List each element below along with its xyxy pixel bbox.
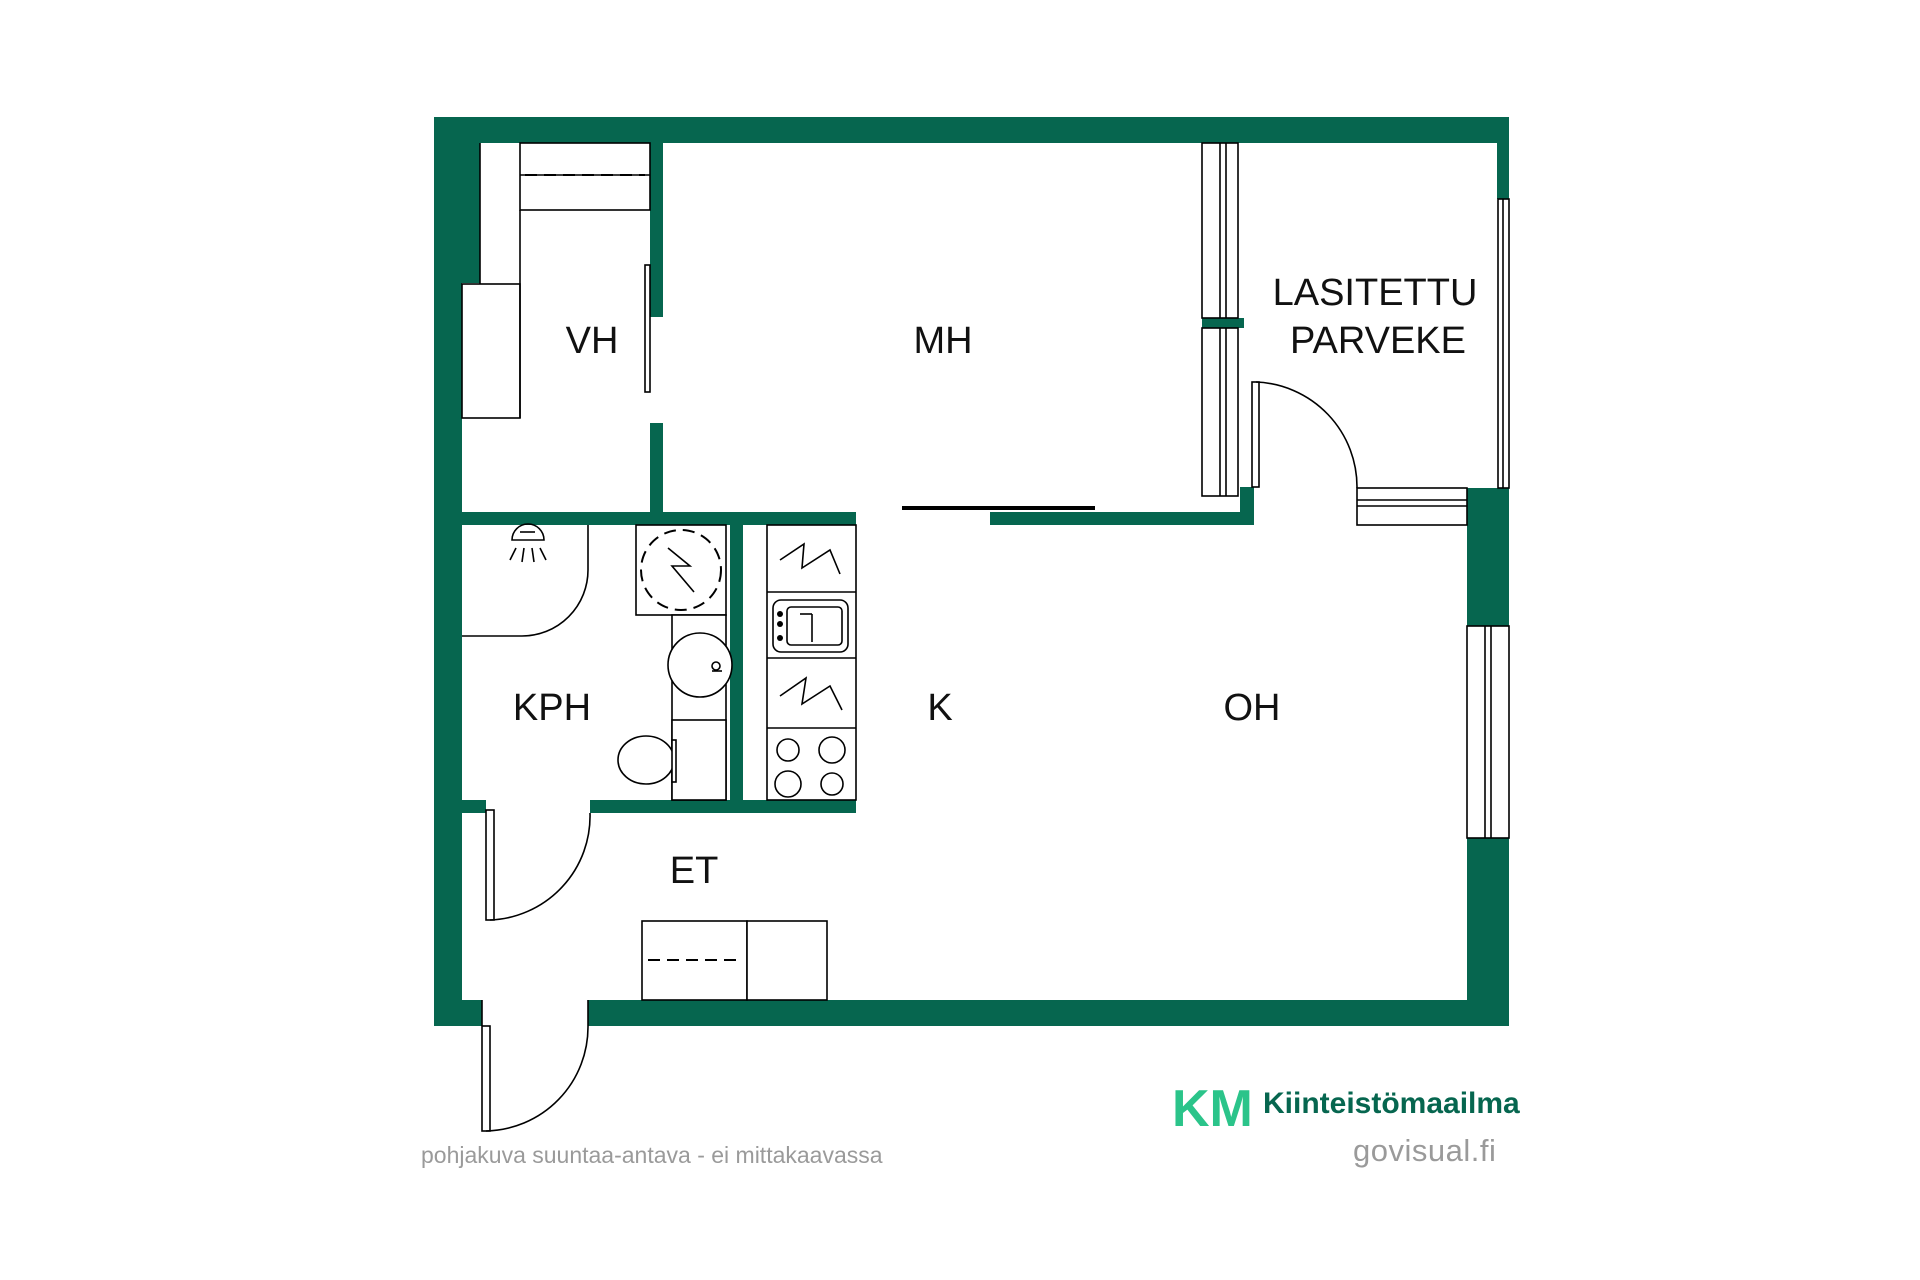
brand-name: Kiinteistömaailma [1263,1087,1520,1120]
room-label-vh: VH [566,320,619,362]
room-label-balcony-line2: PARVEKE [1290,320,1466,362]
kitchen-unit [766,524,857,801]
room-label-oh: OH [1224,687,1281,729]
wardrobe-et [641,920,828,1001]
balcony-glazing [1201,142,1510,526]
km-logo: KM [1172,1080,1253,1138]
km-logo-mark: KM [1172,1080,1253,1138]
wardrobe-vh [461,142,651,419]
sliding-door-vh [644,264,651,393]
balcony-door [1251,381,1358,489]
window-oh [1466,625,1510,839]
bathroom-fixtures [462,523,733,801]
entrance-door [481,1000,589,1132]
room-label-et: ET [670,850,719,892]
room-label-k: K [927,687,952,729]
disclaimer-text: pohjakuva suuntaa-antava - ei mittakaava… [421,1142,883,1168]
room-label-balcony-line1: LASITETTU [1273,272,1478,314]
room-label-kph: KPH [513,687,591,729]
bathroom-door [485,809,591,921]
interior-walls [462,143,1254,813]
room-label-mh: MH [913,320,972,362]
credit-text: govisual.fi [1353,1133,1497,1168]
outer-walls [434,117,1509,1026]
